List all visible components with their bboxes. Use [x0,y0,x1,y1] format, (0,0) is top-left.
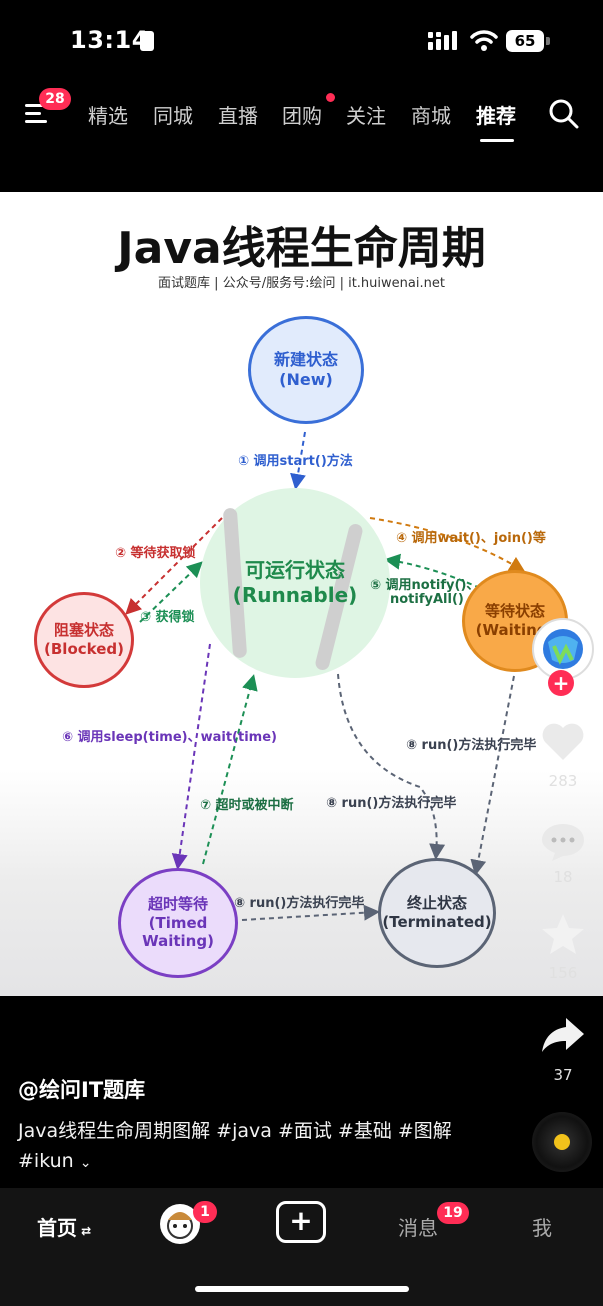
video-player[interactable]: Java线程生命周期 面试题库 | 公众号/服务号:绘问 | it.huiwen… [0,192,603,996]
comment-count: 18 [553,868,573,886]
author-name[interactable]: @绘问IT题库 [18,1078,146,1102]
focus-icon [140,31,154,51]
home-indicator[interactable] [195,1286,409,1292]
menu-badge: 28 [39,88,71,110]
status-time: 13:14 [70,26,149,54]
state-terminated-name: 终止状态 [406,894,467,913]
state-timed-waiting: 超时等待 (Timed Waiting) [118,868,238,978]
comment-icon[interactable] [540,820,586,862]
state-blocked-en: (Blocked) [44,640,124,658]
battery-tip [546,37,550,45]
nav-home-label: 首页 [37,1216,77,1240]
state-new: 新建状态 (New) [248,316,364,424]
refresh-swap-icon: ⇄ [77,1224,92,1238]
diagram-subtitle: 面试题库 | 公众号/服务号:绘问 | it.huiwenai.net [158,276,445,291]
collapse-arrows-icon [574,459,594,477]
tab-notification-dot [326,93,335,102]
state-blocked: 阻塞状态 (Blocked) [34,592,134,688]
tab-group-buy[interactable]: 团购 [282,104,322,128]
label-sleep: ⑥ 调用sleep(time)、wait(time) [62,730,277,745]
label-timeout: ⑦ 超时或被中断 [200,798,294,813]
menu-icon[interactable] [25,100,51,126]
collapse-button[interactable] [563,446,603,490]
caption-tag: #ikun [18,1150,74,1172]
caption-line-1: Java线程生命周期图解 #java #面试 #基础 #图解 [18,1120,452,1142]
nav-home[interactable]: 首页 ⇄ [37,1212,91,1241]
tab-mall[interactable]: 商城 [411,104,451,128]
label-run-done-2: ⑧ run()方法执行完毕 [406,738,537,753]
tab-following[interactable]: 关注 [346,104,386,128]
label-got-lock: ③ 获得锁 [140,610,195,625]
tab-recommend[interactable]: 推荐 [476,104,516,128]
state-timed-en1: (Timed [148,913,208,932]
label-notify-all: notifyAll() [390,592,464,607]
post-caption[interactable]: Java线程生命周期图解 #java #面试 #基础 #图解 #ikun ⌄ [18,1116,498,1178]
state-timed-name: 超时等待 [147,894,208,913]
battery-indicator: 65 [506,30,544,52]
state-terminated-en: (Terminated) [382,913,492,931]
caption-line-2: #ikun ⌄ [18,1146,498,1178]
state-runnable-name: 可运行状态 [245,558,345,582]
label-run-done-3: ⑧ run()方法执行完毕 [234,896,365,911]
diagram-title: Java线程生命周期 [117,223,486,274]
favorite-count: 156 [548,964,578,982]
state-timed-en2: Waiting) [142,932,214,951]
label-notify: ⑤ 调用notify()、 [370,578,480,593]
active-tab-underline [480,139,514,142]
nav-friends-avatar[interactable] [160,1204,200,1244]
state-new-name: 新建状态 [273,350,338,369]
label-run-done-1: ⑧ run()方法执行完毕 [326,796,457,811]
share-icon[interactable] [540,1014,586,1056]
state-blocked-name: 阻塞状态 [53,621,114,640]
tab-featured[interactable]: 精选 [88,104,128,128]
like-count: 283 [548,772,578,790]
label-wait-lock: ② 等待获取锁 [115,546,196,561]
wifi-icon [470,30,498,51]
label-start: ① 调用start()方法 [238,454,353,469]
label-wait-join: ④ 调用wait()、join()等 [396,531,546,546]
state-runnable: 可运行状态 (Runnable) [200,488,390,678]
messages-badge: 19 [437,1202,469,1224]
favorite-star-icon[interactable] [540,912,586,956]
heart-icon[interactable] [540,720,586,762]
share-count: 37 [553,1066,573,1084]
friend-avatar-icon [167,1212,193,1239]
search-icon[interactable] [548,98,580,130]
author-avatar[interactable] [532,618,594,680]
friends-badge: 1 [193,1201,217,1223]
signal-icon [428,31,457,50]
expand-chevron-icon[interactable]: ⌄ [79,1155,92,1171]
state-waiting-name: 等待状态 [484,602,545,621]
diagram-arrows [125,431,526,921]
music-disc-center-icon [554,1134,570,1150]
tab-local[interactable]: 同城 [153,104,193,128]
state-runnable-en: (Runnable) [232,583,358,607]
state-new-en: (New) [279,370,333,389]
state-terminated: 终止状态 (Terminated) [378,858,496,968]
nav-me[interactable]: 我 [532,1216,552,1240]
follow-plus-button[interactable]: + [548,670,574,696]
nav-messages[interactable]: 消息 [398,1216,438,1240]
avatar-logo-icon [543,629,583,669]
create-plus-button[interactable]: + [276,1201,326,1243]
tab-live[interactable]: 直播 [218,104,258,128]
music-disc[interactable] [532,1112,592,1172]
